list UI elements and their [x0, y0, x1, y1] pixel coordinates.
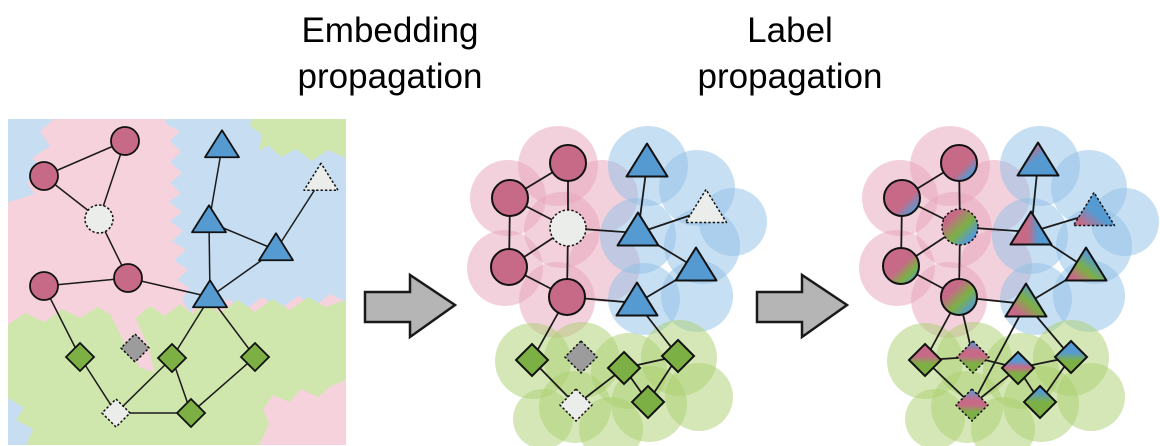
node-d5-diamond-unlabeled: [558, 387, 594, 423]
node-d1-diamond: [907, 342, 943, 378]
node-t2-triangle: [616, 211, 660, 247]
node-c2-circle: [29, 161, 59, 191]
cluster-blob-blue: [1091, 188, 1159, 256]
panel-after-embedding-propagation: [467, 126, 767, 446]
embedding-graph-nodes: [490, 142, 728, 423]
node-d2-diamond-unlabeled: [119, 332, 151, 364]
node-t4-triangle-unlabeled: [1072, 191, 1116, 227]
node-d6-diamond: [1022, 384, 1058, 420]
node-t3-triangle: [674, 246, 718, 282]
node-d2-diamond-unlabeled: [955, 339, 991, 375]
embedding-propagation-title-line1: Embedding: [301, 11, 478, 50]
background-region-bg_pink: [259, 380, 346, 445]
node-d3-diamond: [156, 342, 188, 374]
node-c1-circle: [940, 144, 978, 182]
node-t1-triangle: [204, 129, 240, 159]
cluster-blob-green: [665, 363, 733, 431]
node-d6-diamond: [630, 384, 666, 420]
node-c5-circle: [940, 278, 978, 316]
node-t3-triangle: [258, 232, 294, 262]
edge-t5-d5: [971, 303, 1027, 406]
node-d5-diamond-unlabeled: [954, 387, 990, 423]
node-t3-triangle: [1064, 246, 1108, 282]
node-c4-circle: [490, 248, 528, 286]
edge-d6-d4: [190, 356, 256, 414]
label-propagation-title-line2: propagation: [698, 57, 883, 96]
node-d3-diamond: [606, 350, 642, 386]
node-t5-triangle: [1004, 282, 1048, 318]
edge-d1-d5: [79, 356, 117, 414]
node-d4-diamond: [239, 341, 271, 373]
node-d6-diamond: [175, 397, 207, 429]
node-t4-triangle-unlabeled: [684, 188, 728, 224]
node-c3-circle-unlabeled: [549, 209, 587, 247]
background-region-bg_blue: [8, 398, 33, 445]
embedding-propagation-title-line2: propagation: [298, 57, 483, 96]
node-t5-triangle: [615, 281, 659, 317]
node-d1-diamond: [514, 342, 550, 378]
node-d4-diamond: [1053, 339, 1089, 375]
node-c1-circle: [549, 144, 587, 182]
cluster-blob-green: [579, 397, 643, 446]
panel-original-graph: [8, 119, 346, 445]
embedding-clusters-background: [467, 126, 767, 446]
node-c4-circle: [882, 247, 920, 285]
node-d3-diamond: [1000, 350, 1036, 386]
label-propagation-title-line1: Label: [747, 11, 833, 50]
node-c3-circle-unlabeled: [941, 208, 979, 246]
edge-t3-t4: [275, 179, 322, 251]
node-t2-triangle: [191, 204, 227, 234]
panel-after-label-propagation: [859, 126, 1159, 446]
embedding-propagation-arrow-icon: [363, 272, 458, 340]
original-graph-background: [8, 119, 346, 445]
background-region-bg_blue: [8, 119, 54, 202]
node-c2-circle: [883, 179, 921, 217]
edge-d5-d3: [115, 357, 173, 414]
label-graph-nodes: [882, 141, 1116, 423]
cluster-blob-green: [905, 389, 965, 446]
original-graph-nodes: [29, 126, 339, 429]
node-t1-triangle: [1016, 141, 1060, 177]
node-t5-triangle: [192, 279, 228, 309]
titles: Embedding propagation Label propagation: [298, 11, 883, 96]
cluster-blob-green: [1057, 363, 1125, 431]
label-clusters-background: [859, 126, 1159, 446]
cluster-blob-green: [513, 389, 573, 446]
node-t4-triangle-unlabeled: [303, 162, 339, 192]
node-d4-diamond: [660, 338, 696, 374]
node-t2-triangle: [1009, 210, 1053, 246]
node-c2-circle: [491, 179, 529, 217]
node-c3-circle-unlabeled: [84, 204, 114, 234]
cluster-blob-blue: [699, 188, 767, 256]
node-c5-circle: [548, 278, 586, 316]
background-region-bg_pink: [106, 303, 155, 372]
node-d5-diamond-unlabeled: [100, 397, 132, 429]
cluster-blob-green: [971, 397, 1035, 446]
node-d1-diamond: [64, 341, 96, 373]
label-propagation-arrow-icon: [755, 272, 850, 340]
node-d2-diamond-unlabeled: [563, 339, 599, 375]
node-c5-circle: [29, 271, 59, 301]
node-c4-circle: [113, 263, 143, 293]
background-region-bg_green: [250, 119, 346, 161]
node-t1-triangle: [625, 142, 669, 178]
node-c1-circle: [110, 126, 140, 156]
